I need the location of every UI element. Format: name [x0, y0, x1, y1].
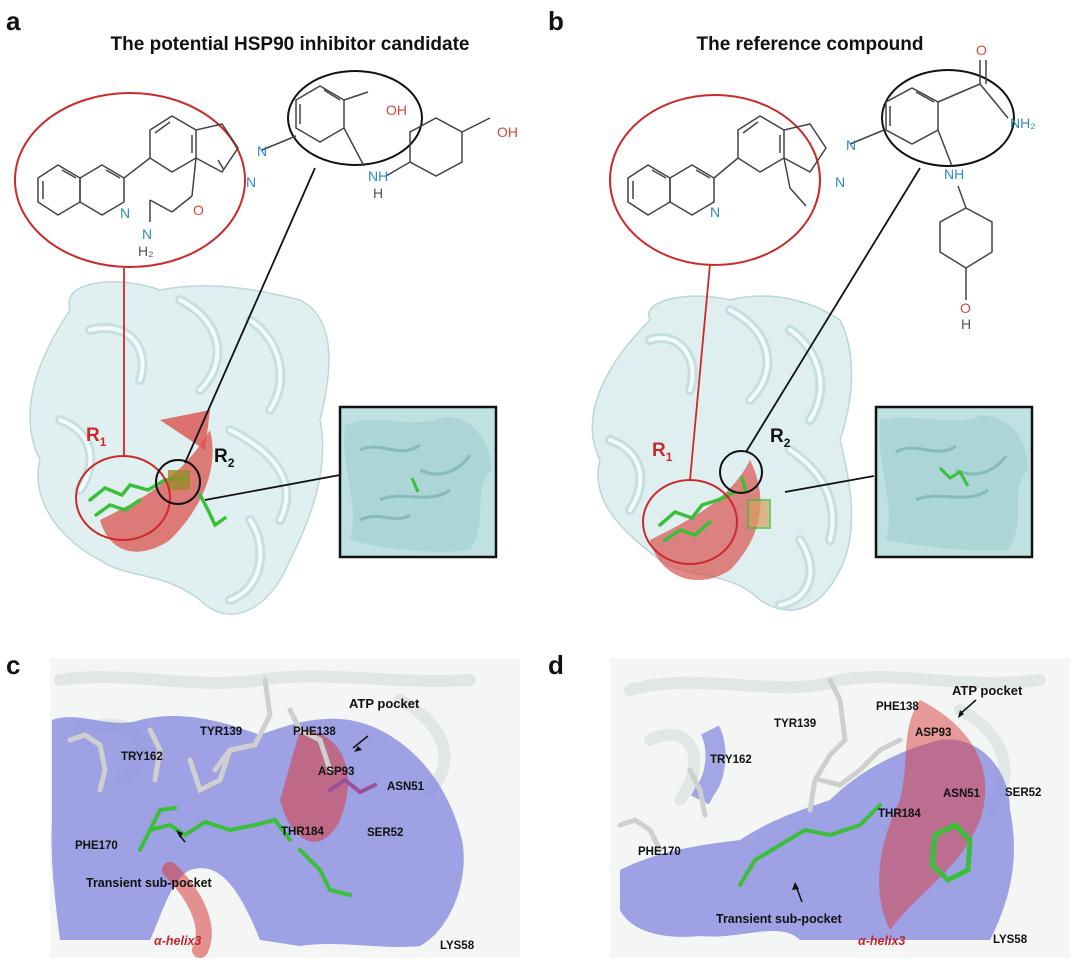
atom-oh-phenol: OH — [386, 102, 407, 118]
panel-d-figure — [610, 658, 1070, 958]
atom-n-quinoline: N — [120, 205, 131, 221]
label-phe138-d: PHE138 — [876, 701, 919, 713]
atom-oh-cyclohexyl: OH — [497, 124, 518, 140]
r1-label-a: R1 — [86, 425, 107, 449]
label-try162-c: TRY162 — [121, 751, 163, 763]
label-alpha-helix3-d: α-helix3 — [858, 934, 906, 948]
panel-a-figure — [14, 70, 498, 615]
label-atp-pocket-d: ATP pocket — [952, 683, 1023, 698]
label-asn51-d: ASN51 — [943, 788, 981, 800]
panel-b-figure — [591, 60, 1034, 611]
label-lys58-c: LYS58 — [440, 940, 475, 952]
panel-d: d ATP pocket PHE138 TYR139 ASP93 TRY162 … — [540, 640, 1080, 966]
label-ser52-c: SER52 — [367, 827, 404, 839]
r1-circle — [75, 455, 171, 541]
label-lys58-d: LYS58 — [993, 934, 1028, 946]
panel-b: b The reference compound — [540, 0, 1080, 640]
chemical-structure-b — [627, 60, 1009, 300]
label-atp-pocket-c: ATP pocket — [349, 696, 420, 711]
chemical-structure-a — [37, 85, 491, 222]
panel-c-figure — [50, 658, 520, 958]
atom-n-pyrazole-2: N — [246, 174, 257, 190]
atom-n-pyrazole-2-b: N — [835, 174, 846, 190]
label-thr184-d: THR184 — [878, 808, 921, 820]
atom-n-pyrazole-1: N — [257, 143, 268, 159]
label-phe138-c: PHE138 — [293, 726, 336, 738]
panel-label-c: c — [6, 650, 21, 680]
atom-nh-b: NH — [944, 166, 965, 182]
atom-h: H — [373, 185, 384, 201]
label-tyr139-c: TYR139 — [200, 726, 243, 738]
alpha-helix-red — [100, 430, 213, 552]
label-alpha-helix3-c: α-helix3 — [154, 934, 202, 948]
label-asp93-c: ASP93 — [318, 766, 355, 778]
label-asn51-c: ASN51 — [387, 781, 425, 793]
panel-label-a: a — [6, 6, 21, 36]
atom-h2: H₂ — [138, 243, 154, 259]
r2-circle — [155, 459, 201, 505]
label-asp93-d: ASP93 — [915, 727, 952, 739]
protein-cartoon-b — [591, 295, 853, 611]
atom-nh2-n: N — [142, 226, 153, 242]
r1-ellipse — [14, 92, 246, 268]
panel-title-a: The potential HSP90 inhibitor candidate — [110, 34, 470, 55]
atom-nh: NH — [368, 168, 389, 184]
atom-h-b: H — [961, 316, 972, 332]
atom-n-quinoline-b: N — [710, 204, 721, 220]
label-tyr139-d: TYR139 — [774, 718, 817, 730]
panel-a: a The potential HSP90 inhibitor candidat… — [0, 0, 540, 640]
r2-circle-b — [719, 450, 763, 494]
atom-oh-b: O — [960, 300, 971, 316]
panel-label-b: b — [548, 6, 564, 36]
atom-o-ether: O — [193, 202, 204, 218]
label-phe170-c: PHE170 — [75, 840, 118, 852]
label-ser52-d: SER52 — [1005, 787, 1042, 799]
r1-ellipse-b — [609, 94, 821, 266]
label-transient-subpocket-c: Transient sub-pocket — [86, 876, 212, 890]
label-try162-d: TRY162 — [710, 754, 752, 766]
panel-title-b: The reference compound — [696, 34, 924, 55]
panel-c: c TYR139 PHE138 ATP pocket TRY162 ASP93 … — [0, 640, 540, 966]
label-phe170-d: PHE170 — [638, 846, 681, 858]
r2-label-a: R2 — [214, 446, 235, 470]
r2-ellipse — [287, 70, 423, 166]
r1-label-b: R1 — [652, 440, 673, 464]
atom-nh2-b: NH₂ — [1010, 115, 1036, 131]
atom-n-pyrazole-1-b: N — [846, 137, 857, 153]
atom-o-carbonyl-b: O — [976, 42, 987, 58]
label-thr184-c: THR184 — [281, 826, 324, 838]
r2-label-b: R2 — [770, 426, 791, 450]
protein-cartoon — [29, 281, 330, 615]
label-transient-subpocket-d: Transient sub-pocket — [716, 912, 842, 926]
panel-label-d: d — [548, 650, 564, 680]
r2-ellipse-b — [881, 69, 1015, 167]
